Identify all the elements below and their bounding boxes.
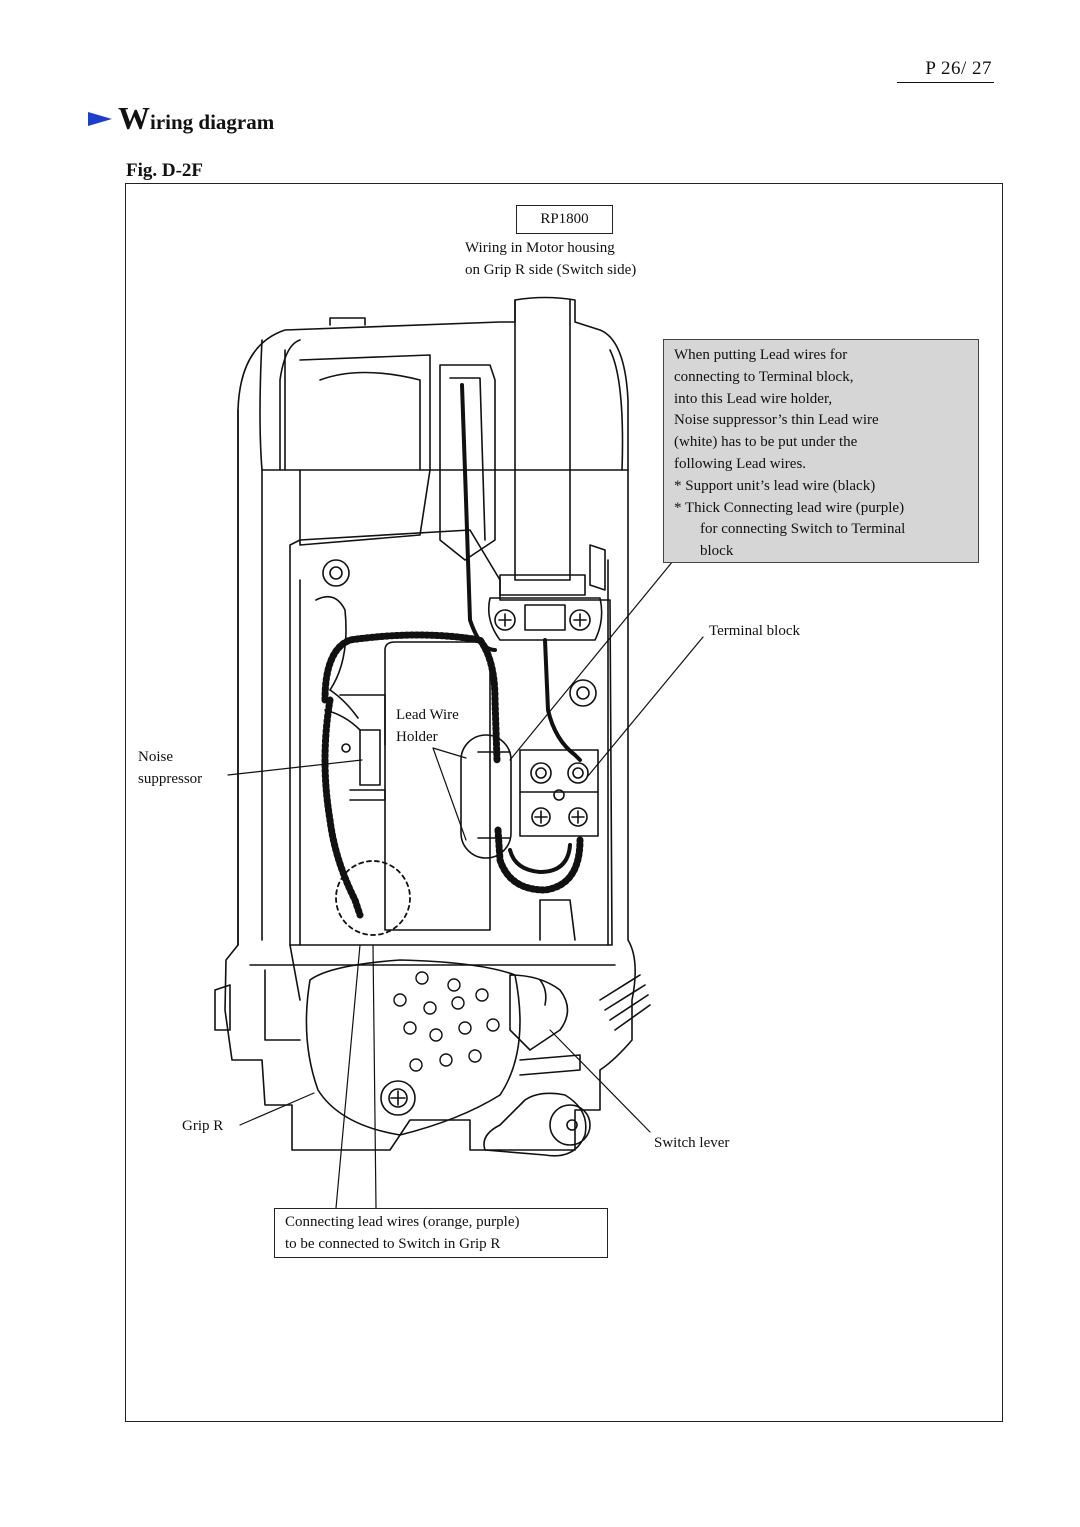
black-lead-wire-2 <box>543 638 582 762</box>
note-line: block <box>700 543 734 560</box>
grip-r <box>305 959 521 1136</box>
label-lead-wire: Lead Wire <box>396 707 459 723</box>
label-noise: Noise <box>138 749 173 765</box>
note-box: When putting Lead wires for connecting t… <box>663 339 979 563</box>
noise-suppressor <box>359 729 381 786</box>
bottom-note-line-2: to be connected to Switch in Grip R <box>285 1236 501 1252</box>
label-suppressor: suppressor <box>138 771 203 787</box>
note-line: for connecting Switch to Terminal <box>700 521 906 538</box>
note-line: (white) has to be put under the <box>674 434 858 451</box>
braided-lead-wire <box>321 631 501 764</box>
black-lead-wire <box>460 383 497 652</box>
braided-lead-wire-2 <box>321 696 364 919</box>
screw-right <box>569 679 597 707</box>
title-initial: W <box>118 100 150 136</box>
switch-lever <box>509 974 569 1051</box>
terminal-block <box>519 749 599 837</box>
note-line: When putting Lead wires for <box>674 347 848 363</box>
caption-line-1: Wiring in Motor housing <box>465 240 615 256</box>
note-line: connecting to Terminal block, <box>674 368 854 385</box>
label-holder: Holder <box>396 729 438 745</box>
note-line: * Support unit’s lead wire (black) <box>674 477 876 494</box>
figure-frame <box>125 183 1003 1422</box>
lead-wire-holder <box>460 734 512 859</box>
grip-screw <box>380 1080 416 1116</box>
note-line: Noise suppressor’s thin Lead wire <box>674 412 879 429</box>
arrow-right-icon <box>88 111 112 126</box>
label-terminal-block: Terminal block <box>709 623 801 639</box>
model-box: RP1800 <box>516 205 613 234</box>
bottom-note-line-1: Connecting lead wires (orange, purple) <box>285 1214 520 1230</box>
screw-upper-left <box>322 559 350 587</box>
page-number: P 26/ 27 <box>897 58 994 83</box>
section-title: Wiring diagram <box>88 100 274 137</box>
note-line: following Lead wires. <box>674 455 807 472</box>
figure-label: Fig. D-2F <box>126 160 204 181</box>
caption-line-2: on Grip R side (Switch side) <box>465 262 637 278</box>
title-text: iring diagram <box>150 110 275 134</box>
note-line: into this Lead wire holder, <box>674 390 833 407</box>
label-grip-r: Grip R <box>182 1118 224 1134</box>
highlight-circle <box>335 860 411 936</box>
connecting-wires-note: Connecting lead wires (orange, purple) t… <box>274 1208 608 1258</box>
inner-cavity <box>289 529 613 946</box>
note-line: * Thick Connecting lead wire (purple) <box>674 499 905 516</box>
support-unit <box>514 299 571 581</box>
label-switch-lever: Switch lever <box>654 1135 730 1151</box>
